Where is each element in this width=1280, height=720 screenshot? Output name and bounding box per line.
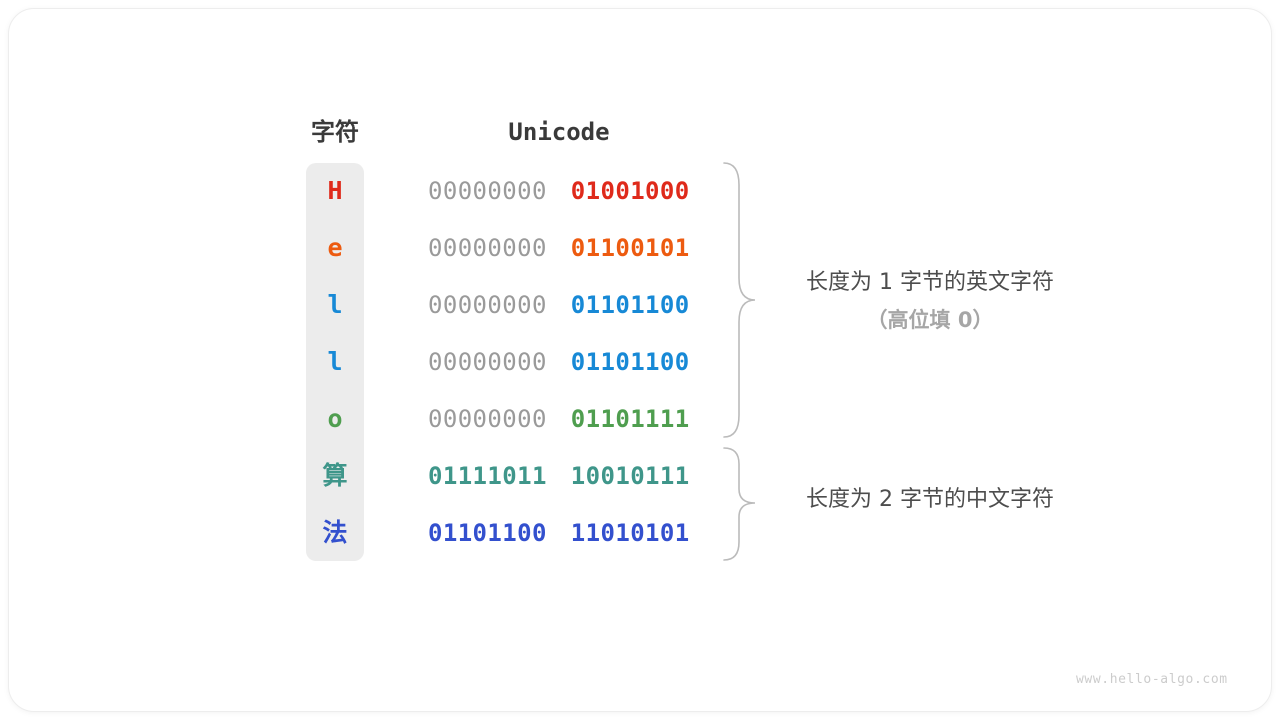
brace-chinese-group [722,446,758,564]
binary-byte-low: 01001000 [570,177,690,205]
binary-byte-low: 10010111 [570,462,690,490]
binary-value: 01111011 10010111 [428,459,690,493]
binary-byte-high: 00000000 [428,405,547,433]
binary-value: 00000000 01101100 [428,288,690,322]
table-row: 法 01101100 11010101 [0,516,1280,550]
character-cell: 法 [322,518,348,547]
binary-value: 00000000 01101111 [428,402,690,436]
binary-byte-high: 01111011 [428,462,547,490]
annotation-chinese-line1: 长度为 2 字节的中文字符 [806,487,1054,512]
annotation-chinese-chars: 长度为 2 字节的中文字符 [758,485,1102,515]
table-row: o 00000000 01101111 [0,402,1280,436]
binary-byte-high: 00000000 [428,291,547,319]
binary-byte-high: 00000000 [428,177,547,205]
character-cell: l [327,290,343,319]
binary-byte-low: 11010101 [570,519,690,547]
table-row: e 00000000 01100101 [0,231,1280,265]
diagram-card [8,8,1272,712]
binary-byte-low: 01101100 [570,348,690,376]
brace-english-group [722,161,758,439]
binary-value: 01101100 11010101 [428,516,690,550]
column-header-character: 字符 [311,118,359,146]
website-watermark: www.hello-algo.com [1076,672,1228,687]
binary-byte-low: 01101100 [570,291,690,319]
binary-byte-high: 00000000 [428,234,547,262]
character-cell: l [327,347,343,376]
binary-byte-high: 01101100 [428,519,547,547]
annotation-english-line2: （高位填 0） [866,308,994,332]
binary-byte-low: 01100101 [570,234,690,262]
character-column-background [306,163,364,561]
table-row: l 00000000 01101100 [0,288,1280,322]
table-row: H 00000000 01001000 [0,174,1280,208]
binary-value: 00000000 01100101 [428,231,690,265]
binary-byte-high: 00000000 [428,348,547,376]
column-header-unicode: Unicode [508,118,610,146]
annotation-english-chars: 长度为 1 字节的英文字符 （高位填 0） [758,268,1102,335]
character-cell: o [327,404,343,433]
binary-value: 00000000 01001000 [428,174,690,208]
annotation-english-line1: 长度为 1 字节的英文字符 [806,270,1054,295]
binary-byte-low: 01101111 [570,405,690,433]
character-cell: 算 [322,461,348,490]
table-row: l 00000000 01101100 [0,345,1280,379]
character-cell: e [327,233,343,262]
character-cell: H [327,176,343,205]
table-row: 算 01111011 10010111 [0,459,1280,493]
binary-value: 00000000 01101100 [428,345,690,379]
